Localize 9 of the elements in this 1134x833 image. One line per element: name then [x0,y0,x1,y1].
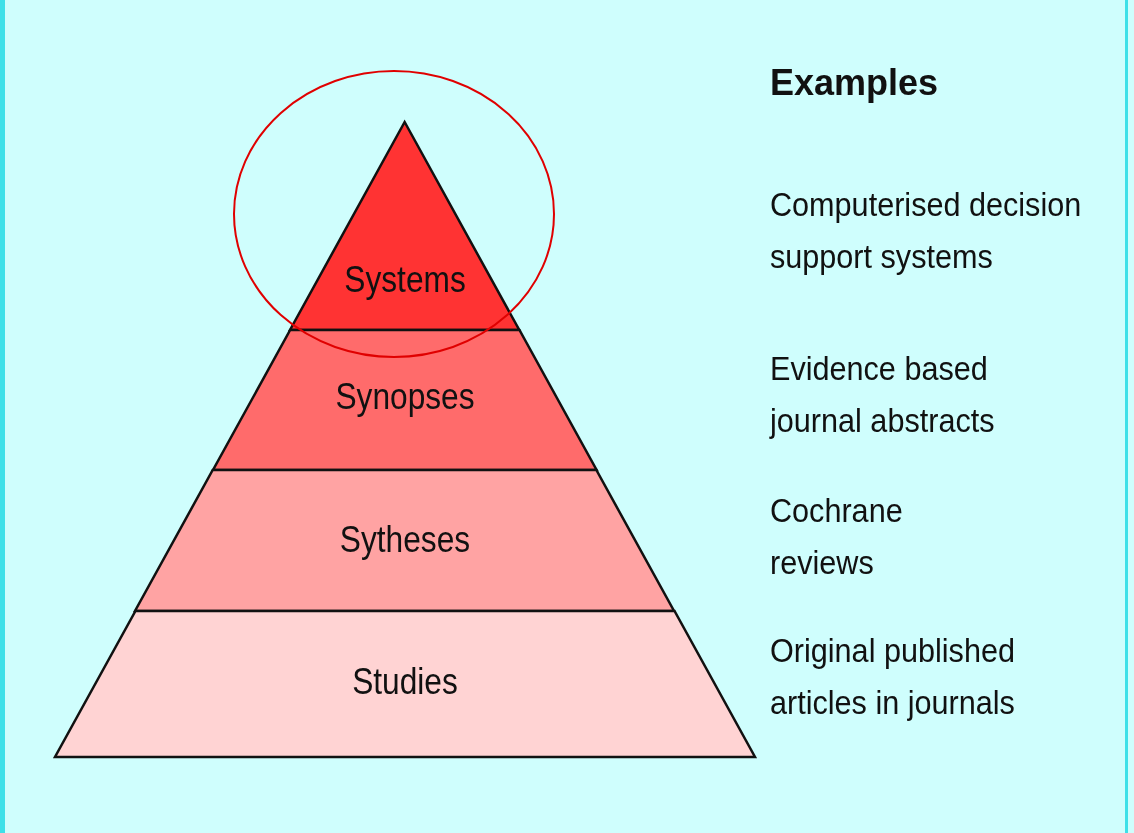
example-text: Original published articles in journals [770,630,1016,723]
example-text: Computerised decision support systems [770,184,1083,277]
tier-label: Synopses [335,376,475,418]
tier-label: Systems [344,259,466,301]
example-text: Evidence based journal abstracts [770,348,996,441]
tier-label: Sytheses [339,519,471,561]
example-text: Cochrane reviews [770,490,904,583]
tier-label: Studies [352,661,458,703]
column-heading: Examples [770,62,939,104]
